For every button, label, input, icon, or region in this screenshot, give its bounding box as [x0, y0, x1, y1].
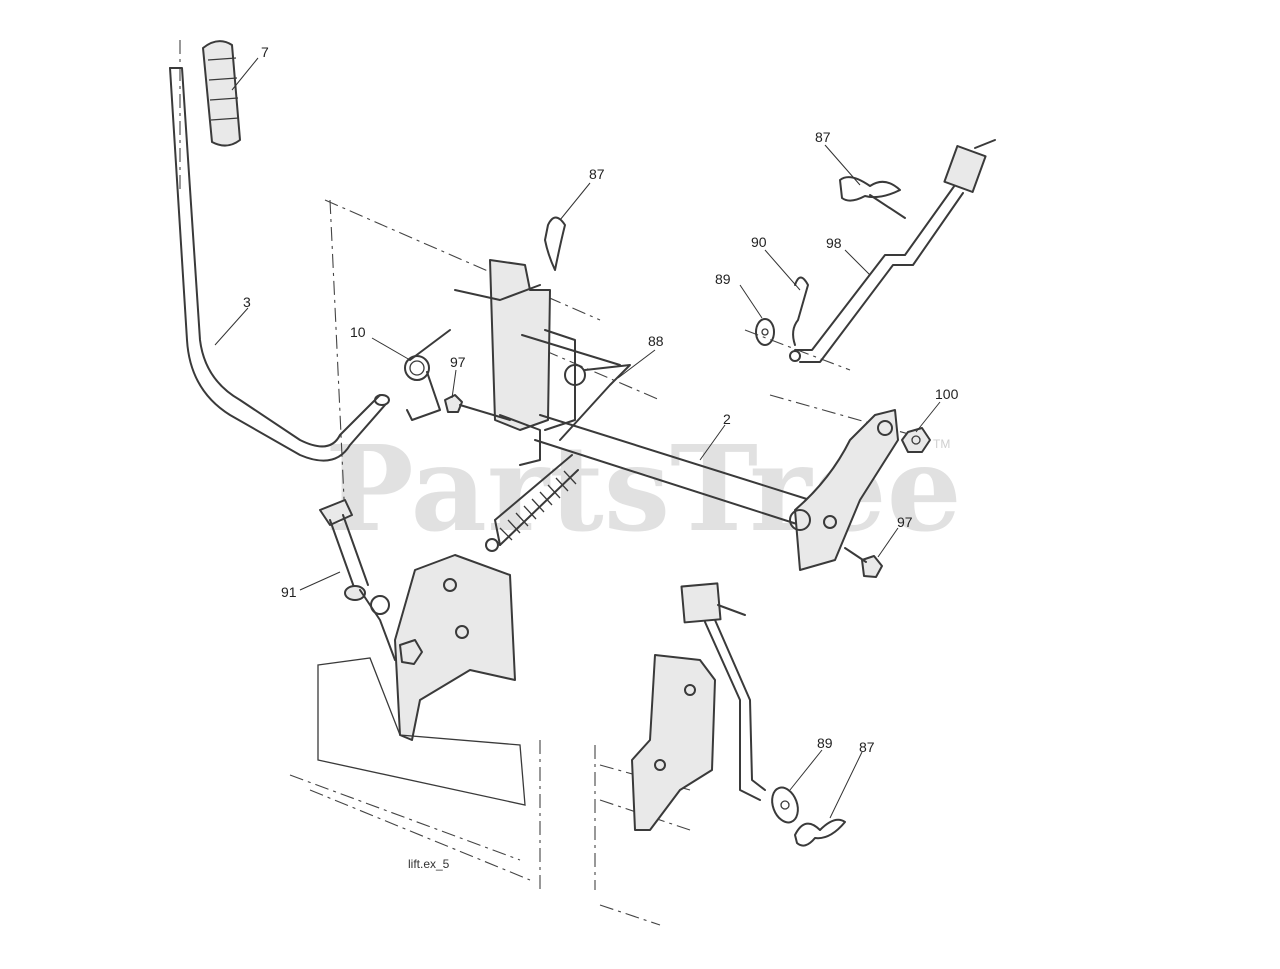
part-100-nut[interactable]	[901, 427, 931, 453]
part-7-grip[interactable]	[202, 40, 241, 147]
extension-spring[interactable]	[485, 454, 579, 552]
watermark-trademark: TM	[933, 437, 950, 451]
right-lower-bracket[interactable]	[631, 582, 766, 831]
callout-100[interactable]: 100	[935, 386, 959, 402]
part-2-lift-shaft[interactable]	[534, 414, 811, 526]
part-97-bolt-left[interactable]	[444, 394, 511, 421]
callout-87[interactable]: 87	[815, 129, 831, 145]
callout-3[interactable]: 3	[243, 294, 251, 310]
callout-10[interactable]: 10	[350, 324, 366, 340]
callout-labels: 7 87 87 90 98 89 3 10 97 88 100 2 97 91 …	[243, 44, 959, 755]
center-bracket-assembly[interactable]	[454, 259, 631, 466]
callout-89[interactable]: 89	[715, 271, 731, 287]
callout-89[interactable]: 89	[817, 735, 833, 751]
part-87-clip-center[interactable]	[544, 216, 566, 271]
part-97-bolt-right[interactable]	[844, 547, 883, 578]
part-90-clip[interactable]	[792, 276, 809, 346]
part-3-lift-lever[interactable]	[169, 67, 390, 462]
callout-97[interactable]: 97	[897, 514, 913, 530]
callout-87[interactable]: 87	[859, 739, 875, 755]
part-89-washer-bottom[interactable]	[768, 784, 803, 826]
callout-2[interactable]: 2	[723, 411, 731, 427]
construction-lines	[179, 40, 931, 926]
left-deck-bracket[interactable]	[359, 554, 516, 741]
part-87-clip-top-right[interactable]	[839, 176, 906, 219]
part-89-washer-top[interactable]	[755, 318, 775, 346]
callout-88[interactable]: 88	[648, 333, 664, 349]
callout-87[interactable]: 87	[589, 166, 605, 182]
right-lift-arm[interactable]	[789, 409, 899, 571]
leader-lines	[214, 57, 941, 819]
callout-97[interactable]: 97	[450, 354, 466, 370]
callout-98[interactable]: 98	[826, 235, 842, 251]
left-deck-housing	[317, 657, 526, 806]
callout-90[interactable]: 90	[751, 234, 767, 250]
part-98-adjust-rod[interactable]	[789, 139, 996, 363]
callout-91[interactable]: 91	[281, 584, 297, 600]
part-87-clip-bottom[interactable]	[794, 818, 846, 847]
part-10-torsion-spring[interactable]	[404, 329, 451, 421]
callout-7[interactable]: 7	[261, 44, 269, 60]
drawing-code: lift.ex_5	[408, 857, 450, 871]
